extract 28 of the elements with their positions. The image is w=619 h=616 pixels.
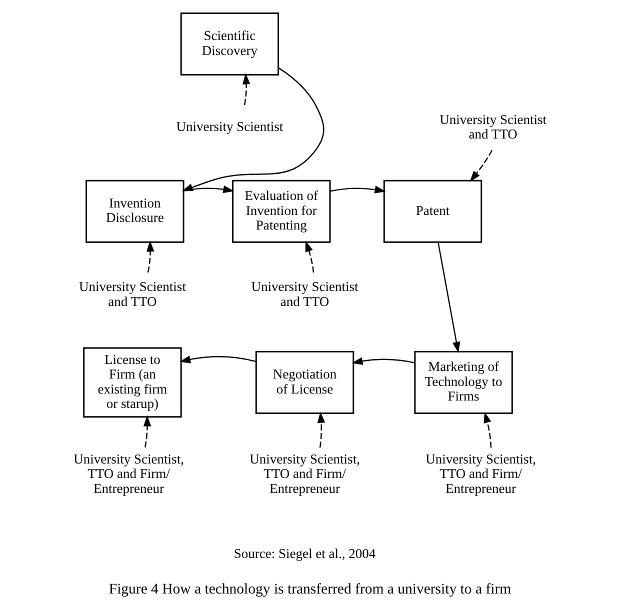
node-box: Scientific Discovery	[180, 12, 279, 76]
node-text: University Scientist and TTO	[250, 279, 358, 309]
node-text: University Scientist	[176, 119, 283, 134]
label: Source: Siegel et al., 2004	[233, 546, 376, 562]
arrow	[182, 185, 234, 194]
arrow	[142, 415, 151, 448]
node-box: Evaluation of Invention for Patenting	[232, 180, 330, 243]
node-text: University Scientist, TTO and Firm/ Entrepreneur	[249, 451, 360, 496]
node-text: University Scientist, TTO and Firm/ Entrepreneur	[73, 451, 184, 496]
node-box: Patent	[382, 180, 482, 243]
arrow	[330, 186, 386, 194]
node-box: Invention Disclosure	[85, 180, 184, 243]
arrow	[437, 242, 460, 354]
arrow	[469, 150, 492, 182]
node-box: Marketing of Technology to Firms	[414, 350, 512, 414]
caption: Figure 4 How a technology is transferred from a university to a firm	[108, 582, 511, 598]
arrow	[146, 240, 154, 273]
arrow	[242, 73, 250, 106]
node-box: License to Firm (an existing firm or starup)	[82, 347, 182, 418]
node-box: Negotiation of License	[254, 350, 354, 414]
node-text: University Scientist, TTO and Firm/ Entrepreneur	[425, 451, 536, 496]
arrow	[351, 357, 414, 365]
arrow	[316, 412, 325, 448]
node-text: University Scientist and TTO	[439, 112, 546, 142]
arrow	[483, 412, 492, 448]
arrow	[178, 356, 256, 364]
node-text: University Scientist and TTO	[78, 279, 186, 309]
arrow	[304, 240, 314, 273]
